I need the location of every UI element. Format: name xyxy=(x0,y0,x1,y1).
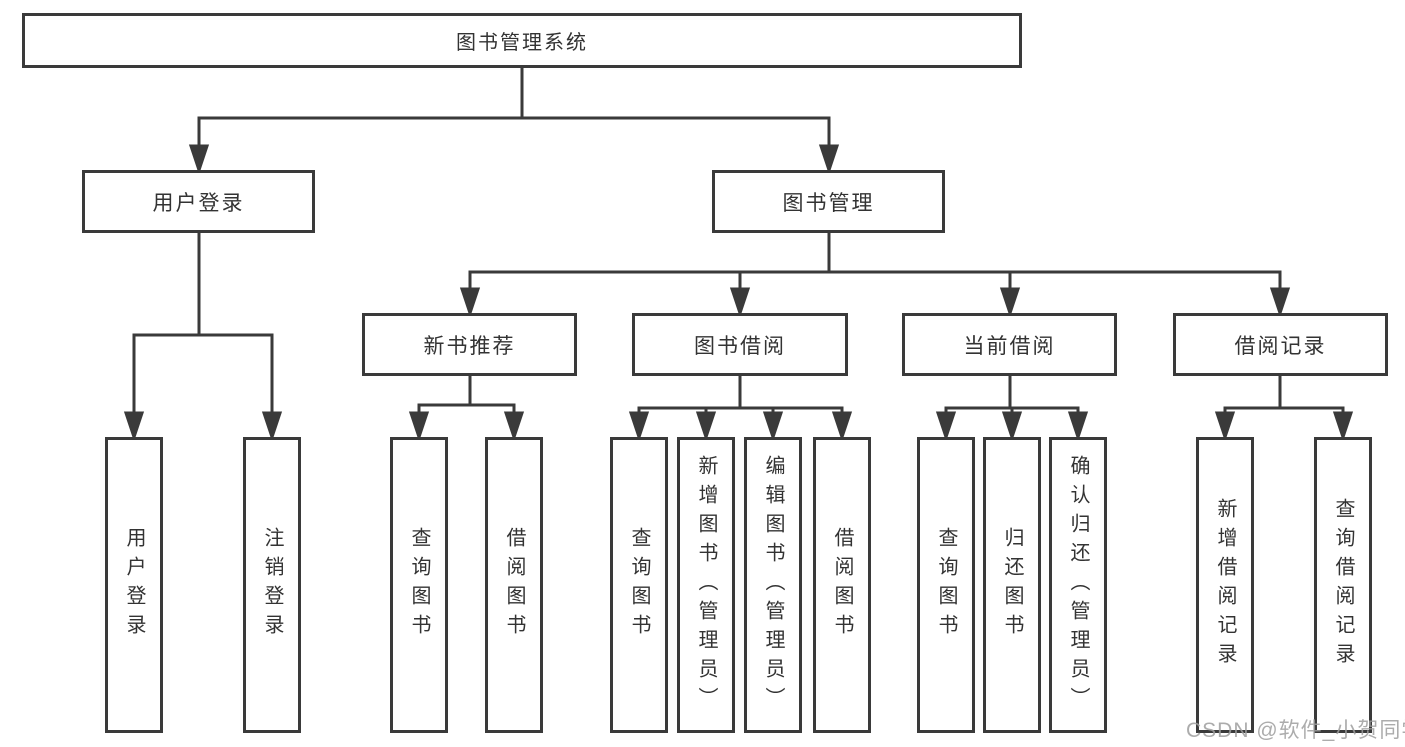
node-label: 用户登录 xyxy=(152,191,245,215)
leaf-borrow-books-borrowing: 借阅图书 xyxy=(813,437,871,733)
leaf-edit-books-admin: 编辑图书（管理员） xyxy=(744,437,802,733)
leaf-query-books-borrowing: 查询图书 xyxy=(610,437,668,733)
leaf-label: 新增借阅记录 xyxy=(1214,498,1236,672)
leaf-logout-login: 注销登录 xyxy=(243,437,301,733)
node-book-borrowing: 图书借阅 xyxy=(632,313,848,376)
node-label: 图书管理系统 xyxy=(456,32,588,54)
leaf-borrow-books-recommend: 借阅图书 xyxy=(485,437,543,733)
connector-current-borrowing-children xyxy=(935,376,1089,442)
node-book-management: 图书管理 xyxy=(712,170,945,233)
node-label: 图书管理 xyxy=(782,191,875,215)
leaf-label: 查询图书 xyxy=(408,527,430,643)
connector-user-login-children xyxy=(123,232,283,442)
node-library-management-system: 图书管理系统 xyxy=(22,13,1022,68)
leaf-label: 查询图书 xyxy=(935,527,957,643)
leaf-add-borrow-record: 新增借阅记录 xyxy=(1196,437,1254,733)
connector-new-book-recommendation-children xyxy=(408,376,525,442)
leaf-user-login: 用户登录 xyxy=(105,437,163,733)
node-label: 借阅记录 xyxy=(1234,334,1327,358)
leaf-label: 查询借阅记录 xyxy=(1332,498,1354,672)
leaf-query-books-current: 查询图书 xyxy=(917,437,975,733)
leaf-label: 归还图书 xyxy=(1001,527,1023,643)
connector-root-to-level2 xyxy=(188,68,840,175)
node-label: 图书借阅 xyxy=(694,334,786,358)
connector-book-borrowing-children xyxy=(628,376,853,442)
node-borrowing-records: 借阅记录 xyxy=(1173,313,1388,376)
leaf-label: 用户登录 xyxy=(123,527,145,643)
node-user-login: 用户登录 xyxy=(82,170,315,233)
node-new-book-recommendation: 新书推荐 xyxy=(362,313,577,376)
leaf-query-books-recommend: 查询图书 xyxy=(390,437,448,733)
connector-borrowing-records-children xyxy=(1214,376,1354,442)
leaf-label: 新增图书（管理员） xyxy=(695,454,717,716)
leaf-label: 借阅图书 xyxy=(831,527,853,643)
csdn-watermark: CSDN @软件_小贺同学 xyxy=(1186,719,1405,742)
node-label: 新书推荐 xyxy=(423,334,516,358)
leaf-label: 借阅图书 xyxy=(503,527,525,643)
connector-book-management-children xyxy=(459,233,1291,318)
leaf-confirm-return-admin: 确认归还（管理员） xyxy=(1049,437,1107,733)
node-label: 当前借阅 xyxy=(963,334,1056,358)
leaf-add-books-admin: 新增图书（管理员） xyxy=(677,437,735,733)
leaf-return-books: 归还图书 xyxy=(983,437,1041,733)
leaf-label: 确认归还（管理员） xyxy=(1067,454,1089,716)
leaf-query-borrow-record: 查询借阅记录 xyxy=(1314,437,1372,733)
leaf-label: 查询图书 xyxy=(628,527,650,643)
leaf-label: 注销登录 xyxy=(261,527,283,643)
leaf-label: 编辑图书（管理员） xyxy=(762,454,784,716)
node-current-borrowing: 当前借阅 xyxy=(902,313,1117,376)
